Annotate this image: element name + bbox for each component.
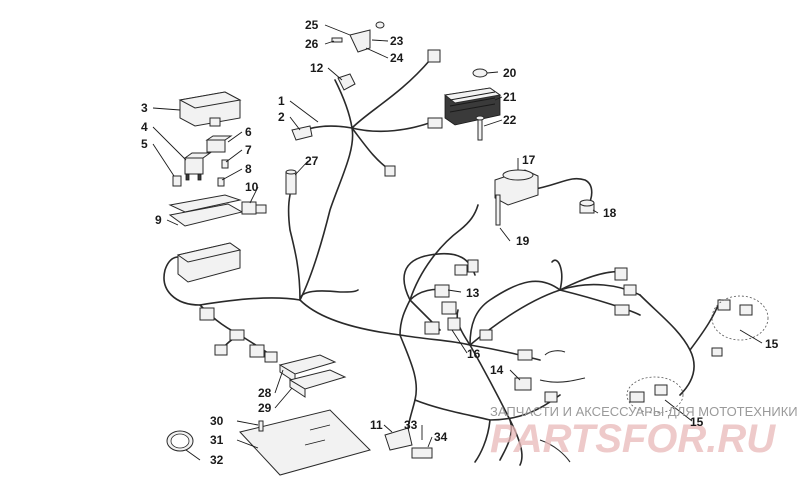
relay <box>183 152 212 181</box>
fuse-box <box>176 242 242 283</box>
callout-27: 27 <box>305 154 319 168</box>
callout-5: 5 <box>141 137 148 151</box>
watermark-caption: ЗАПЧАСТИ И АКСЕССУАРЫ ДЛЯ МОТОТЕХНИКИ <box>490 404 798 419</box>
callout-12: 12 <box>310 61 324 75</box>
dashed-group-outlines <box>626 295 769 414</box>
leader-lines <box>152 24 763 461</box>
callout-21: 21 <box>503 90 517 104</box>
voltage-regulator <box>443 87 502 126</box>
callout-16: 16 <box>467 347 481 361</box>
callout-33: 33 <box>404 418 418 432</box>
screw-30 <box>258 420 264 432</box>
callout-2: 2 <box>278 110 285 124</box>
callout-24: 24 <box>390 51 404 65</box>
callout-1: 1 <box>278 94 285 108</box>
callout-22: 22 <box>503 113 517 127</box>
spark-plug-cap <box>579 199 595 214</box>
connector-11 <box>384 427 433 459</box>
callout-32: 32 <box>210 453 224 467</box>
connectors-left <box>199 307 278 363</box>
bolt-22 <box>475 115 485 141</box>
callout-26: 26 <box>305 37 319 51</box>
callout-25: 25 <box>305 18 319 32</box>
callout-6: 6 <box>245 125 252 139</box>
connectors-14 <box>479 329 558 403</box>
callout-13: 13 <box>466 286 480 300</box>
callout-20: 20 <box>503 66 517 80</box>
callout-14: 14 <box>490 363 504 377</box>
callout-23: 23 <box>390 34 404 48</box>
callout-9: 9 <box>155 213 162 227</box>
callout-19: 19 <box>516 234 530 248</box>
callout-30: 30 <box>210 414 224 428</box>
ignition-coil <box>494 169 539 226</box>
fuse-panel <box>168 194 244 227</box>
callout-8: 8 <box>245 162 252 176</box>
callout-10: 10 <box>245 180 259 194</box>
callout-29: 29 <box>258 401 272 415</box>
callout-15b: 15 <box>690 415 704 429</box>
callout-3: 3 <box>141 101 148 115</box>
ecu-modules <box>278 354 347 398</box>
callout-31: 31 <box>210 433 224 447</box>
callout-18: 18 <box>603 206 617 220</box>
connectors-13-16 <box>424 259 479 335</box>
callout-28: 28 <box>258 386 272 400</box>
connector-2 <box>291 125 313 141</box>
washer-20 <box>472 68 488 78</box>
fuse-small <box>172 175 182 187</box>
connectors-right-top <box>614 267 637 316</box>
callout-11: 11 <box>370 418 383 432</box>
bracket-23-24 <box>331 21 385 53</box>
watermark: ЗАПЧАСТИ И АКСЕССУАРЫ ДЛЯ МОТОТЕХНИКИ PA… <box>490 404 798 461</box>
relay-small <box>205 135 233 153</box>
sensor-27 <box>285 169 297 195</box>
callout-7: 7 <box>245 143 252 157</box>
clamp-ring <box>166 430 194 452</box>
mounting-plate <box>239 409 371 476</box>
connector-12 <box>337 73 356 91</box>
watermark-brand: PARTSFOR.RU <box>490 417 776 461</box>
connectors-15 <box>629 299 753 403</box>
connector-top <box>384 49 443 177</box>
callout-34: 34 <box>434 430 448 444</box>
callout-17: 17 <box>522 153 536 167</box>
connector-10 <box>241 201 267 215</box>
callout-4: 4 <box>141 120 148 134</box>
callout-numbers: 1 2 3 4 5 6 7 8 9 10 11 12 13 14 15 15 1… <box>141 18 779 467</box>
fuse-clip <box>217 159 229 187</box>
relay-box-cover <box>178 91 242 127</box>
callout-15a: 15 <box>765 337 779 351</box>
